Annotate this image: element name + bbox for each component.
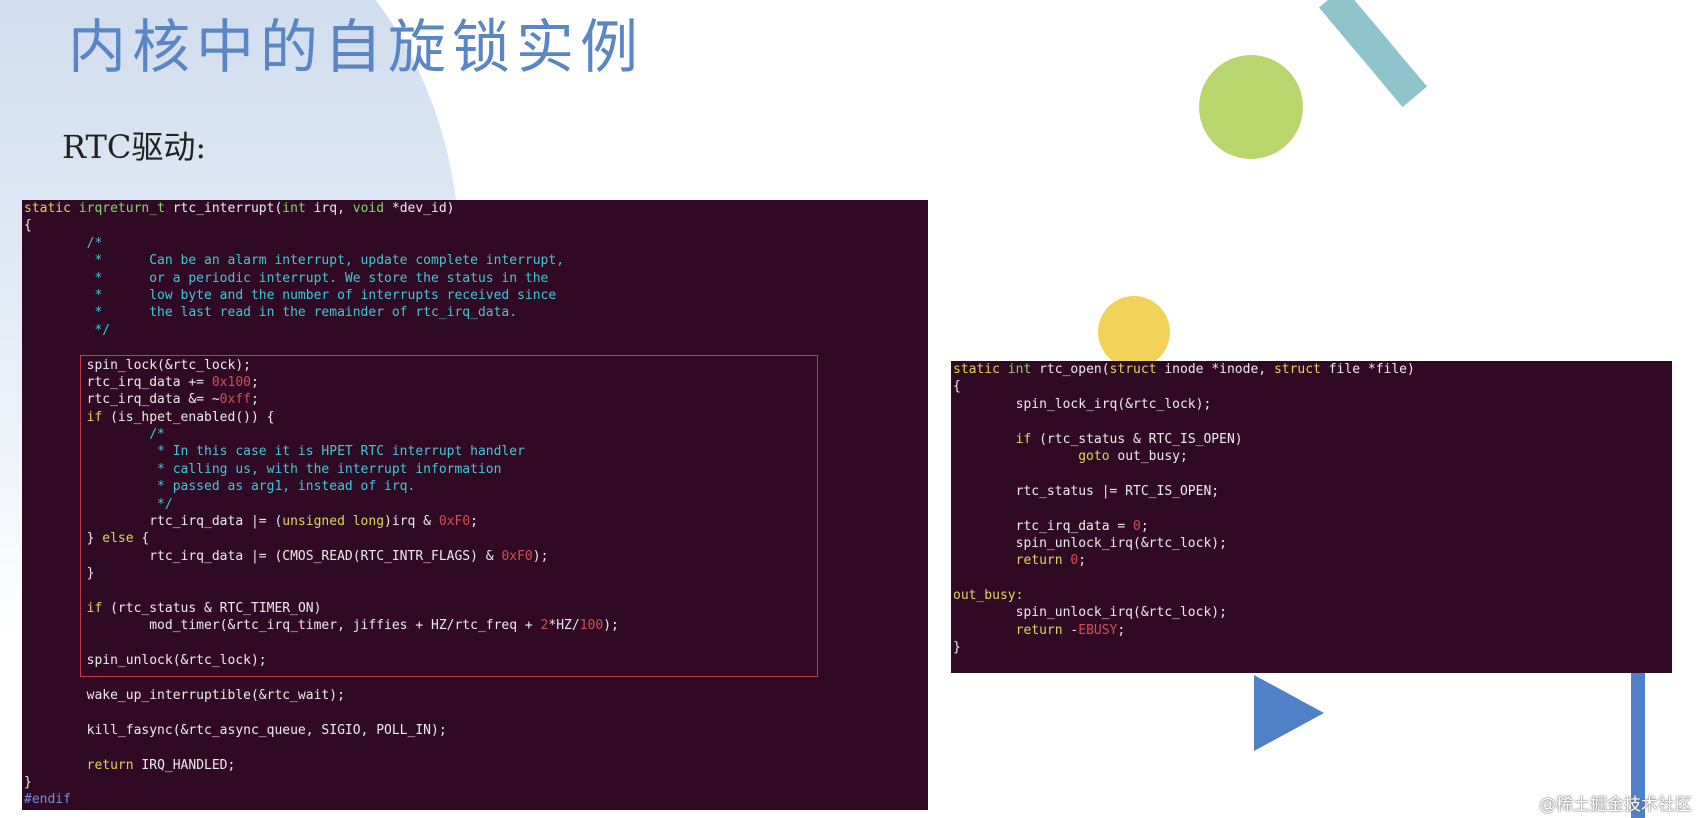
- right-code-line: static int rtc_open(struct inode *inode,…: [953, 362, 1415, 377]
- right-code-line: goto out_busy;: [1078, 448, 1188, 464]
- left-code-line: }: [24, 566, 95, 582]
- code-block-rtc-interrupt: static irqreturn_t rtc_interrupt(int irq…: [24, 200, 926, 809]
- left-code-line: if (is_hpet_enabled()) {: [86, 409, 275, 425]
- decorative-green-circle: [1199, 55, 1303, 159]
- left-code-line: [24, 583, 926, 600]
- left-code-line: [24, 739, 926, 756]
- right-code-line: out_busy:: [953, 588, 1024, 604]
- decorative-teal-bar: [1318, 0, 1428, 108]
- right-code-line: if (rtc_status & RTC_IS_OPEN): [1015, 431, 1243, 447]
- left-code-line: * calling us, with the interrupt informa…: [24, 461, 502, 477]
- left-code-line: return IRQ_HANDLED;: [86, 757, 236, 773]
- right-code-line: return 0;: [1015, 553, 1087, 569]
- left-code-line: * Can be an alarm interrupt, update comp…: [24, 253, 565, 269]
- right-code-line: {: [953, 379, 961, 395]
- code-panel-rtc-interrupt: static irqreturn_t rtc_interrupt(int irq…: [22, 200, 928, 810]
- left-code-line: }: [24, 774, 32, 790]
- right-code-line: }: [953, 640, 961, 656]
- left-code-line: */: [24, 496, 173, 512]
- left-code-line: kill_fasync(&rtc_async_queue, SIGIO, POL…: [24, 722, 447, 738]
- decorative-yellow-semicircle: [1098, 296, 1170, 368]
- right-code-line: spin_unlock_irq(&rtc_lock);: [953, 605, 1227, 621]
- left-code-line: * low byte and the number of interrupts …: [24, 287, 557, 303]
- right-code-line: [953, 413, 1670, 430]
- watermark-text: @稀土掘金技术社区: [1539, 795, 1692, 815]
- code-panel-rtc-open: static int rtc_open(struct inode *inode,…: [951, 361, 1672, 673]
- left-code-line: {: [24, 218, 32, 234]
- slide-title: 内核中的自旋锁实例: [68, 13, 645, 81]
- left-code-line: if (rtc_status & RTC_TIMER_ON): [86, 600, 322, 616]
- left-code-line: static irqreturn_t rtc_interrupt(int irq…: [24, 201, 455, 216]
- right-code-line: return -EBUSY;: [1015, 622, 1126, 638]
- left-code-line: [24, 704, 926, 721]
- left-code-line: /*: [24, 235, 103, 251]
- left-code-line: #endif: [24, 792, 71, 808]
- decorative-blue-triangle: [1254, 675, 1324, 751]
- left-code-line: spin_unlock(&rtc_lock);: [24, 653, 267, 669]
- left-code-line: wake_up_interruptible(&rtc_wait);: [24, 687, 345, 703]
- left-code-line: rtc_irq_data &= ~0xff;: [24, 392, 259, 408]
- left-code-line: [24, 339, 926, 356]
- right-code-line: rtc_status |= RTC_IS_OPEN;: [953, 483, 1220, 499]
- left-code-line: mod_timer(&rtc_irq_timer, jiffies + HZ/r…: [24, 618, 619, 634]
- left-code-line: } else {: [24, 531, 150, 547]
- left-code-line: * or a periodic interrupt. We store the …: [24, 270, 549, 286]
- left-code-line: [24, 635, 926, 652]
- left-code-line: * In this case it is HPET RTC interrupt …: [24, 444, 525, 460]
- left-code-line: * passed as arg1, instead of irq.: [24, 479, 416, 495]
- left-code-line: rtc_irq_data += 0x100;: [24, 374, 259, 390]
- left-code-line: /*: [24, 427, 165, 443]
- right-code-line: [953, 465, 1670, 482]
- left-code-line: * the last read in the remainder of rtc_…: [24, 305, 518, 321]
- left-code-line: rtc_irq_data |= (CMOS_READ(RTC_INTR_FLAG…: [24, 548, 549, 564]
- left-code-line: spin_lock(&rtc_lock);: [24, 357, 251, 373]
- code-block-rtc-open: static int rtc_open(struct inode *inode,…: [953, 361, 1670, 657]
- right-code-line: [953, 570, 1670, 587]
- right-code-line: rtc_irq_data = 0;: [953, 518, 1149, 534]
- decorative-blue-line: [1631, 673, 1645, 818]
- right-code-line: [953, 500, 1670, 517]
- left-code-line: rtc_irq_data |= (unsigned long)irq & 0xF…: [24, 514, 478, 530]
- right-code-line: spin_lock_irq(&rtc_lock);: [953, 396, 1212, 412]
- slide-subtitle: RTC驱动:: [62, 128, 207, 166]
- left-code-line: [24, 670, 926, 687]
- left-code-line: */: [24, 322, 111, 338]
- right-code-line: spin_unlock_irq(&rtc_lock);: [953, 535, 1227, 551]
